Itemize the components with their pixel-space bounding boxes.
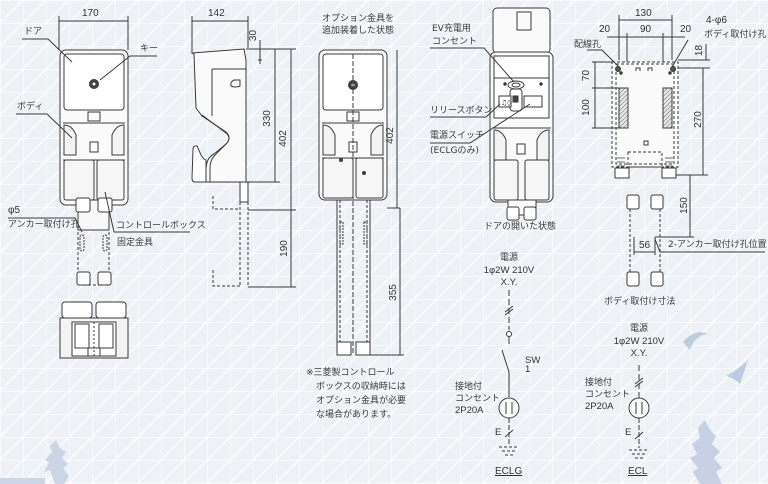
label-anchor-position: 2-アンカー取付け孔位置 [668, 240, 767, 250]
leader-anchor-pos [654, 238, 765, 253]
dim-150: 150 [678, 197, 690, 214]
ecl-earth: E [625, 427, 632, 438]
leader-release [430, 103, 501, 118]
open-view-drawing: ♫◊ [430, 7, 554, 221]
label-body: ボディ [17, 102, 44, 112]
svg-text:♫◊: ♫◊ [501, 99, 511, 107]
option-title-2: 追加装着した状態 [321, 26, 394, 36]
eclg-earth: E [495, 427, 502, 438]
decor-tree-right [690, 420, 722, 484]
decor-tree-left [0, 440, 69, 484]
circuit-eclg [498, 290, 520, 456]
option-title-1: オプション金具を [321, 14, 394, 24]
leader-controlbox [104, 191, 190, 233]
leader-ev-outlet [430, 47, 515, 83]
front-view-drawing [8, 16, 190, 359]
wiring-hole-right [662, 87, 673, 129]
leader-power-switch [430, 103, 531, 144]
label-key: キー [140, 44, 159, 54]
eclg-outlet-label-3: 2P20A [455, 405, 484, 416]
dim-270: 270 [692, 111, 704, 128]
dim-402: 402 [277, 130, 289, 147]
front-latch [87, 111, 101, 122]
dim-142: 142 [208, 8, 225, 19]
leader-door [22, 38, 73, 63]
mount-view-drawing [587, 15, 765, 287]
ecl-outlet-label-3: 2P20A [585, 401, 614, 412]
label-fixing: 固定金具 [117, 238, 154, 248]
dim-100: 100 [580, 99, 592, 116]
label-anchor-hole: アンカー取付け孔 [8, 220, 80, 230]
eclg-power-label: 電源 [499, 253, 518, 263]
label-hole-dia: φ5 [8, 205, 21, 216]
circuit-ecl [628, 365, 650, 459]
mount-view-caption: ボディ取付け寸法 [604, 297, 676, 307]
option-view-drawing [318, 49, 404, 356]
label-release-button: リリースボタン [430, 106, 493, 116]
dim-402-option: 402 [384, 127, 396, 144]
ecl-outlet-label-1: 接地付 [585, 378, 613, 388]
label-body-mount-hole: ボディ取付け孔 [704, 30, 767, 40]
dim-20-right: 20 [680, 24, 692, 35]
bottom-view [59, 301, 129, 359]
eclg-sw-number: 1 [525, 364, 531, 375]
label-holes-4phi6: 4-φ6 [706, 15, 727, 26]
note-line-4: な場合があります。 [316, 410, 397, 420]
side-view-drawing [190, 16, 296, 288]
label-eclg-only: (ECLGのみ) [430, 146, 479, 156]
note-line-3: オプション金具が必要 [316, 396, 407, 406]
dim-30: 30 [248, 29, 260, 42]
label-ev-outlet-1: EV充電用 [432, 24, 471, 34]
leader-mount-hole [671, 39, 689, 68]
label-wiring-hole: 配線孔 [574, 40, 602, 50]
dim-70: 70 [581, 69, 593, 82]
eclg-model: ECLG [495, 466, 523, 477]
dim-20-left: 20 [599, 24, 611, 35]
dim-18: 18 [694, 44, 706, 57]
dim-130: 130 [635, 8, 652, 19]
eclg-outlet-label-1: 接地付 [455, 382, 483, 392]
leader-key [99, 55, 157, 81]
dim-170: 170 [82, 8, 99, 19]
dim-56: 56 [639, 240, 651, 251]
label-control-box: コントロールボックス [116, 221, 206, 231]
note-line-2: ボックスの収納時には [316, 382, 406, 392]
outlet-symbol-eclg [498, 397, 520, 419]
leader-wiring [587, 49, 621, 69]
power-switch [523, 95, 543, 108]
ecl-xy: X.Y. [630, 348, 648, 359]
leader-anchor [8, 217, 83, 233]
eclg-spec: 1φ2W 210V [483, 265, 535, 276]
note-line-1: ※三菱製コントロール [306, 368, 395, 378]
eclg-outlet-label-2: コンセント [455, 394, 501, 404]
dim-330: 330 [261, 110, 273, 127]
eclg-sw: SW [525, 355, 541, 366]
leader-body [16, 113, 73, 139]
dim-190: 190 [278, 240, 290, 257]
label-door: ドア [24, 27, 43, 37]
release-button [498, 95, 512, 108]
ecl-spec: 1φ2W 210V [613, 336, 665, 347]
open-view-caption: ドアの開いた状態 [484, 222, 557, 232]
decor-birds [683, 332, 748, 384]
wiring-hole-left [618, 87, 629, 129]
label-ev-outlet-2: コンセント [432, 37, 478, 47]
dim-90: 90 [640, 24, 652, 35]
ecl-model: ECL [628, 466, 648, 477]
dim-355: 355 [387, 284, 399, 301]
ecl-power-label: 電源 [629, 324, 648, 334]
label-power-switch: 電源スイッチ [430, 131, 485, 141]
ecl-outlet-label-2: コンセント [585, 390, 631, 400]
eclg-xy: X.Y. [500, 277, 518, 288]
outlet-symbol-ecl [628, 397, 650, 419]
